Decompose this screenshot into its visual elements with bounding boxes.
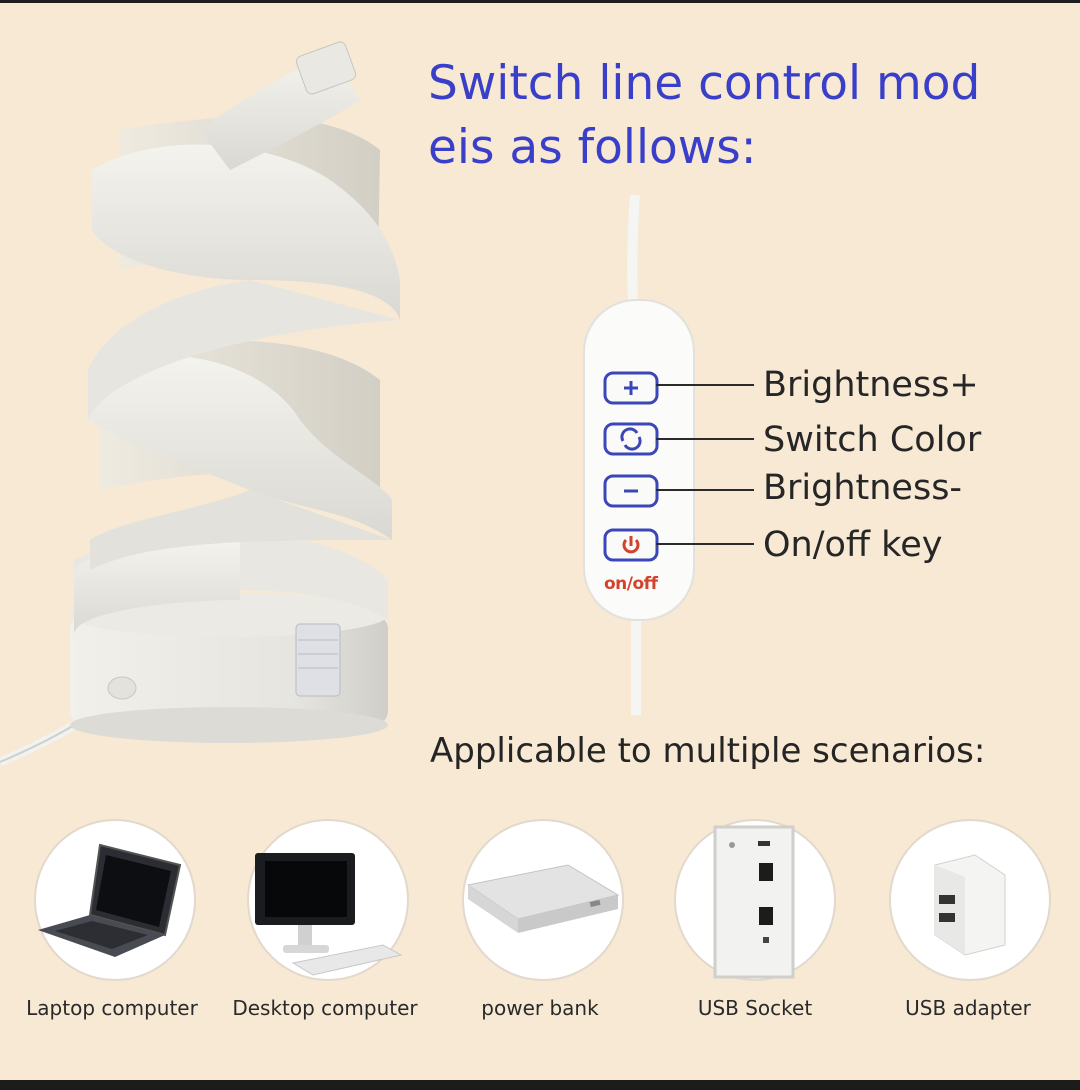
headline-line-2: eis as follows: — [428, 120, 757, 175]
scenario-desktop — [243, 815, 413, 985]
onoff-key-label: On/off key — [763, 525, 943, 565]
headline-line-1: Switch line control mod — [428, 56, 981, 111]
scenario-label-power-bank: power bank — [481, 996, 599, 1020]
scenario-usb-socket — [670, 815, 840, 985]
scenario-power-bank — [458, 815, 628, 985]
scenario-label-laptop: Laptop computer — [26, 996, 198, 1020]
spiral-lamp-image — [0, 41, 400, 767]
power-icon — [622, 536, 640, 554]
scenario-label-desktop: Desktop computer — [232, 996, 418, 1020]
plus-icon — [624, 381, 638, 395]
scenario-label-usb-socket: USB Socket — [697, 996, 813, 1020]
power-button[interactable] — [603, 527, 663, 563]
color-cycle-icon — [620, 427, 642, 451]
onoff-text: on/off — [604, 574, 658, 594]
scenario-label-usb-adapter: USB adapter — [905, 996, 1031, 1020]
desktop-computer-icon — [247, 819, 409, 981]
brightness-minus-label: Brightness- — [763, 468, 963, 508]
usb-adapter-icon — [889, 819, 1051, 981]
brightness-plus-label: Brightness+ — [763, 365, 979, 405]
bottom-border — [0, 1080, 1080, 1090]
top-border — [0, 0, 1080, 3]
switch-color-button[interactable] — [603, 421, 663, 457]
scenario-laptop — [30, 815, 200, 985]
laptop-icon — [34, 819, 196, 981]
scenario-usb-adapter — [885, 815, 1055, 985]
power-bank-icon — [462, 819, 624, 981]
scenarios-title: Applicable to multiple scenarios: — [430, 731, 986, 771]
switch-color-label: Switch Color — [763, 420, 982, 460]
brightness-minus-button[interactable] — [603, 473, 663, 509]
headline: Switch line control mod eis as follows: — [428, 52, 1068, 180]
brightness-plus-button[interactable] — [603, 370, 663, 406]
usb-socket-icon — [674, 819, 836, 981]
label-leader-lines — [656, 384, 754, 545]
